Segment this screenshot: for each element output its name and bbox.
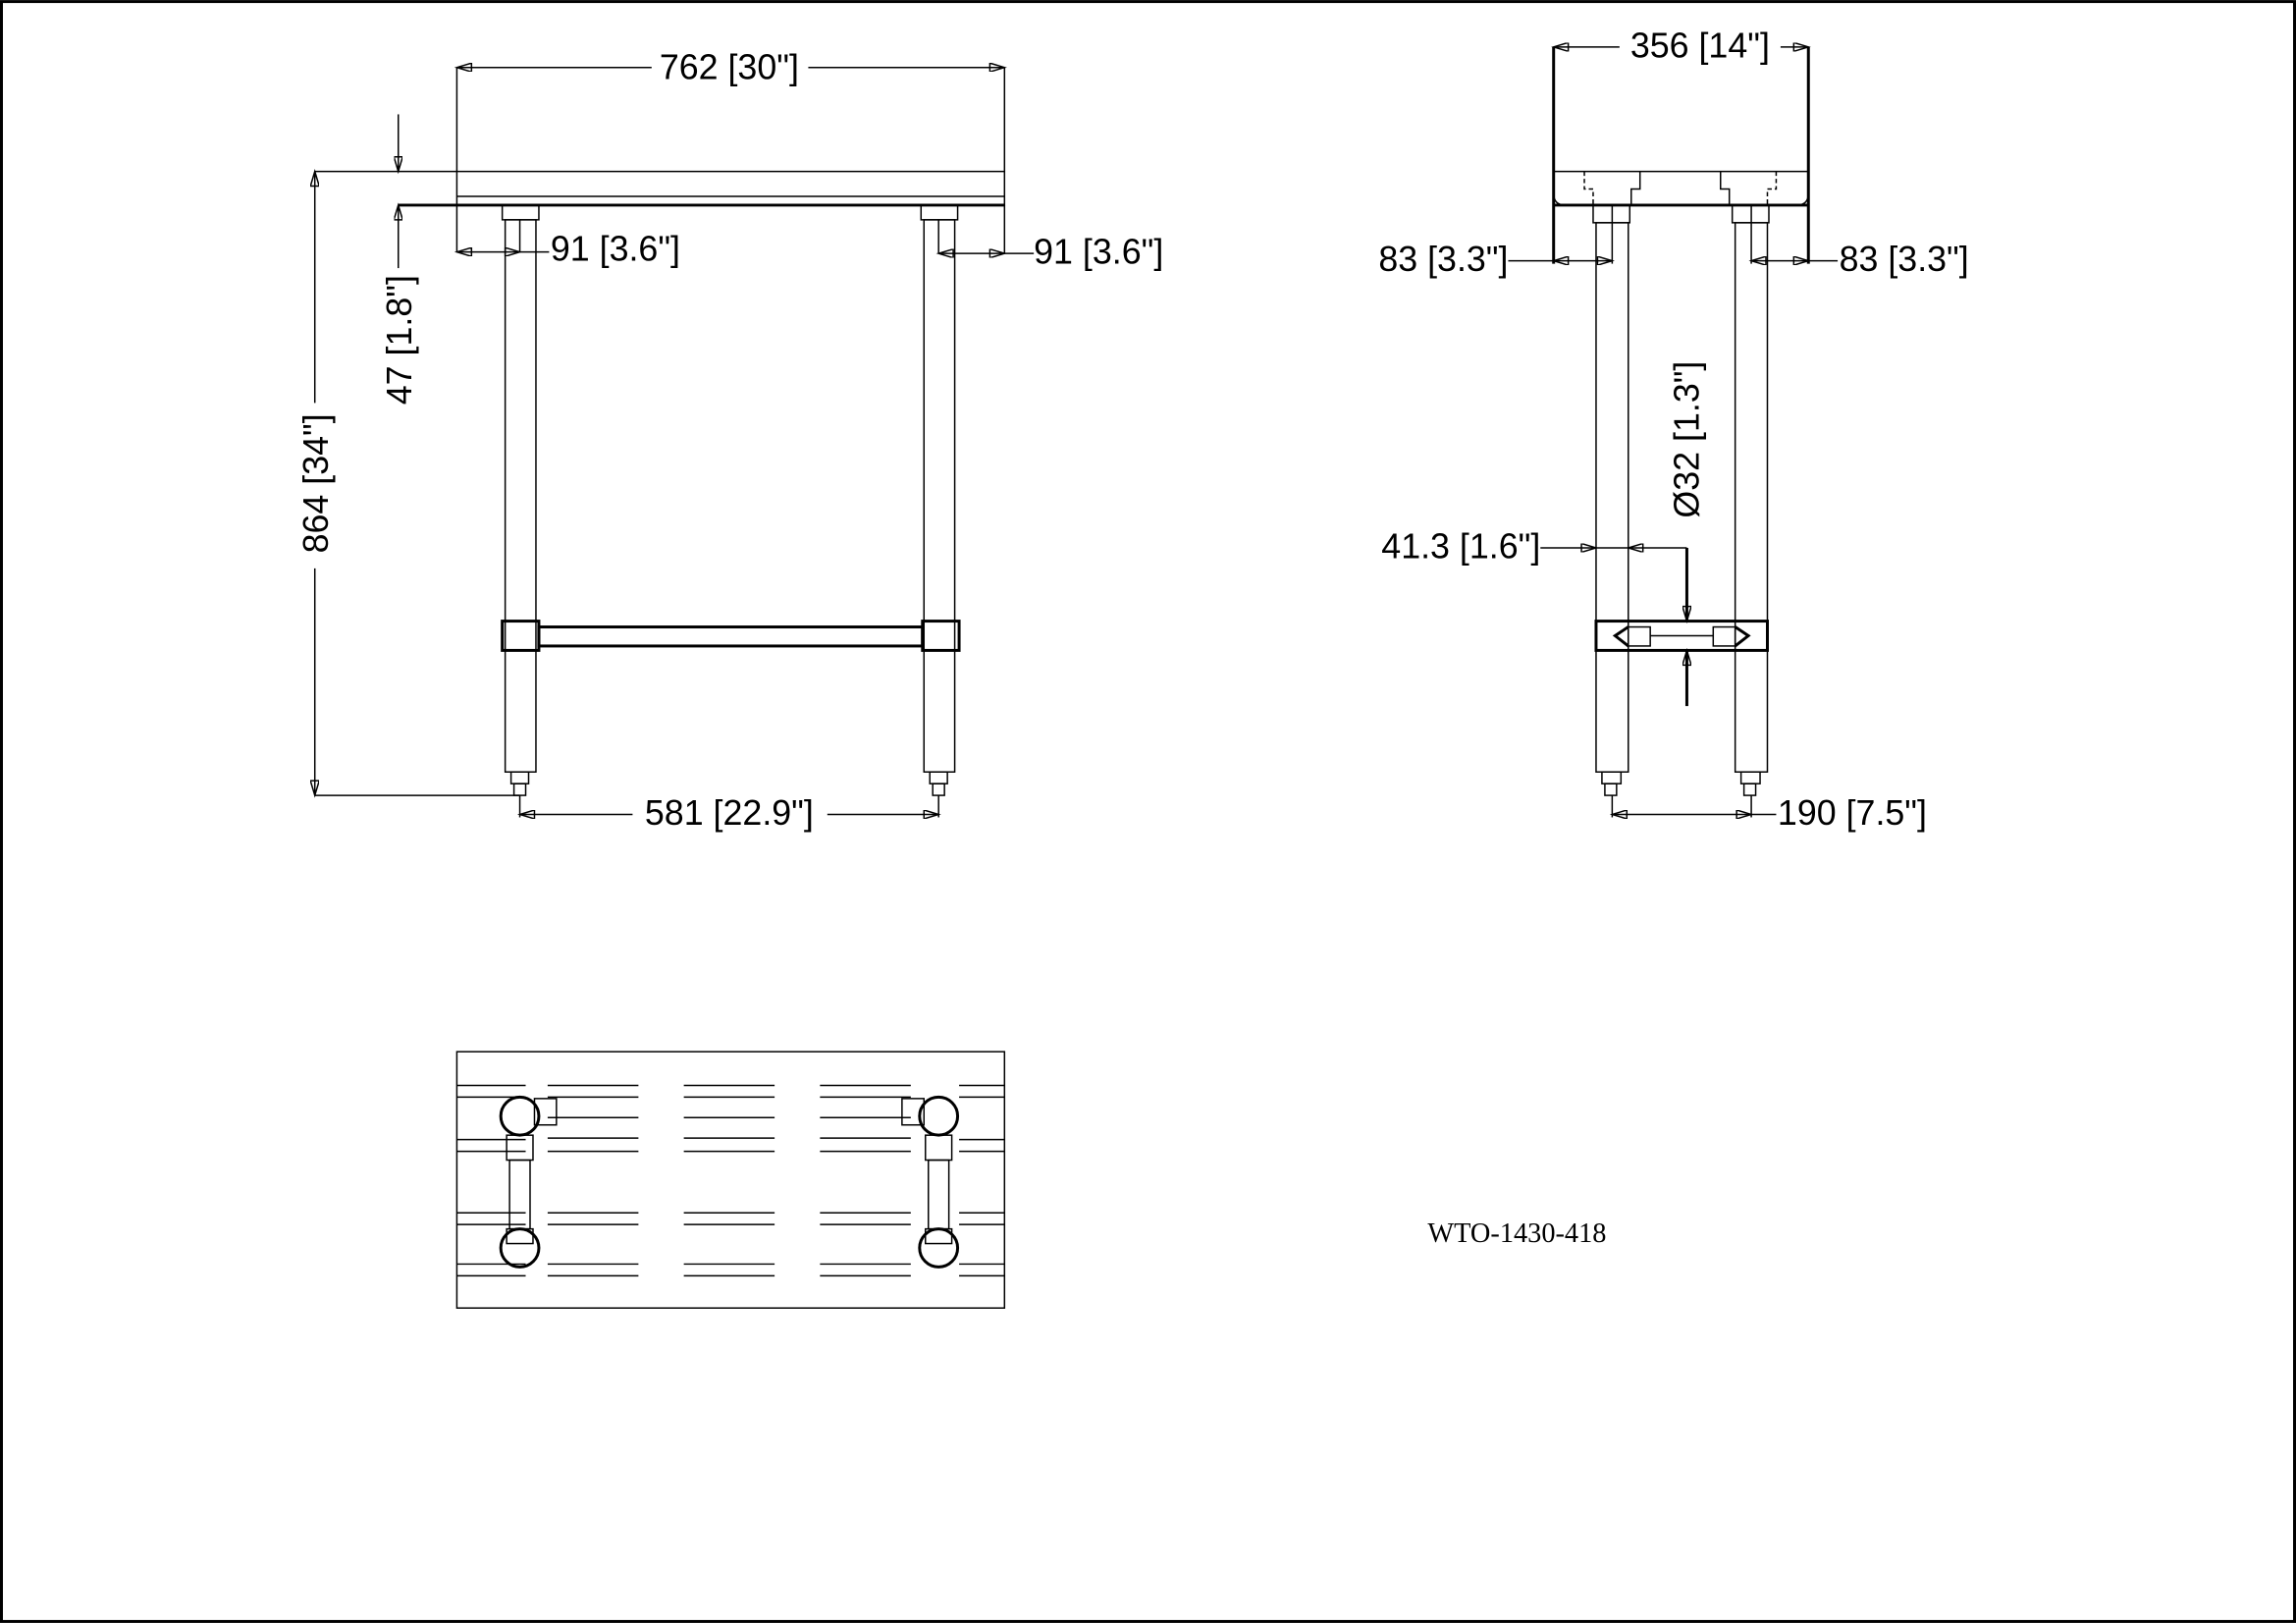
top-right-leg-frame: [901, 1095, 960, 1269]
dim-leg-span: 581 [22.9"]: [645, 793, 814, 833]
dim-depth: 356 [14"]: [1630, 26, 1770, 65]
side-view: 356 [14"] 83 [3.3"] 83 [3.3"] 41.3 [1.6"…: [1378, 26, 1968, 833]
top-view: [455, 1051, 1006, 1309]
tabletop: [455, 170, 1006, 206]
side-left-leg: [1592, 204, 1631, 796]
dim-crossbar-offset: 41.3 [1.6"]: [1381, 526, 1540, 566]
side-right-leg: [1731, 204, 1770, 796]
dim-left-leg-offset: 91 [3.6"]: [551, 230, 680, 269]
model-number: WTO-1430-418: [1427, 1218, 1606, 1249]
dim-leg-diameter: Ø32 [1.3"]: [1667, 361, 1706, 518]
side-crossbar: [1594, 620, 1769, 652]
dim-side-left-offset: 83 [3.3"]: [1378, 240, 1508, 279]
dim-side-right-offset: 83 [3.3"]: [1840, 240, 1969, 279]
dim-height: 864 [34"]: [296, 413, 336, 553]
front-left-leg: [501, 204, 540, 796]
dim-side-leg-span: 190 [7.5"]: [1778, 793, 1927, 833]
front-right-leg: [920, 204, 959, 796]
dim-top-thickness: 47 [1.8"]: [380, 275, 419, 405]
top-left-leg-frame: [499, 1095, 558, 1269]
front-view: 762 [30"] 47 [1.8"] 864 [34"] 91 [3.6"] …: [296, 48, 1163, 833]
dim-width: 762 [30"]: [660, 48, 799, 87]
front-crossbar: [501, 620, 961, 652]
dim-right-leg-offset: 91 [3.6"]: [1034, 233, 1163, 272]
